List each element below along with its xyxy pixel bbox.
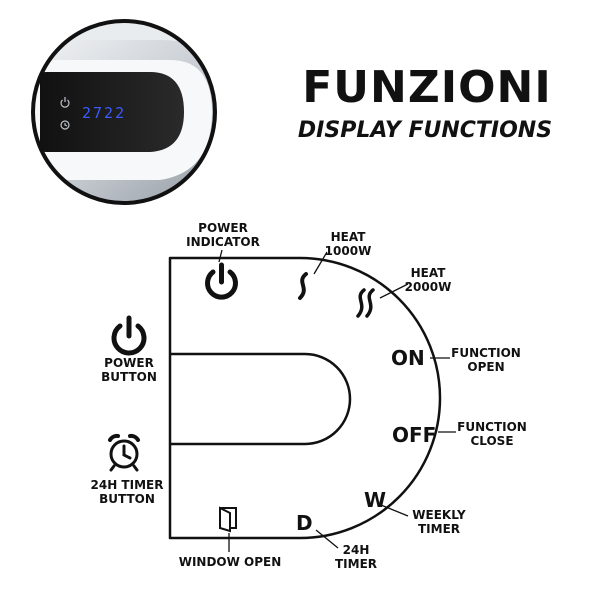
- label-power-indicator: POWER INDICATOR: [186, 221, 260, 249]
- label-24h-timer-button: 24H TIMER BUTTON: [90, 478, 164, 506]
- leader-heat-1000: [313, 251, 328, 275]
- panel-clock-icon: [60, 120, 70, 130]
- photo-frame-circle: [31, 19, 217, 205]
- panel-inner-cutout: [170, 352, 352, 446]
- off-symbol: OFF: [392, 423, 437, 447]
- label-function-close: FUNCTION CLOSE: [457, 420, 527, 448]
- heat-1000w-icon: [298, 272, 308, 300]
- on-symbol: ON: [391, 346, 425, 370]
- heat-2000w-icon: [356, 288, 375, 318]
- label-power-button: POWER BUTTON: [101, 356, 157, 384]
- label-heat-2000w: HEAT 2000W: [404, 266, 452, 294]
- label-function-open: FUNCTION OPEN: [451, 346, 521, 374]
- power-indicator-icon: [205, 262, 238, 300]
- leader-24h-timer: [315, 529, 339, 549]
- panel-outline: [168, 256, 442, 540]
- power-button-icon: [111, 315, 147, 356]
- weekly-symbol: W: [364, 488, 387, 512]
- window-open-icon: [219, 506, 237, 533]
- daily-symbol: D: [296, 511, 313, 535]
- panel-power-icon: [60, 97, 70, 108]
- display-panel: [40, 72, 184, 152]
- label-24h-timer: 24H TIMER: [334, 543, 378, 571]
- alarm-clock-icon: [108, 433, 140, 472]
- label-heat-1000w: HEAT 1000W: [324, 230, 372, 258]
- leader-weekly-timer: [380, 504, 409, 517]
- page-subtitle: DISPLAY FUNCTIONS: [297, 118, 553, 143]
- page-title: FUNZIONI: [302, 62, 552, 113]
- leader-power-indicator: [218, 249, 223, 263]
- leader-heat-2000: [379, 283, 409, 299]
- display-readout: 2722: [82, 104, 127, 122]
- label-window-open: WINDOW OPEN: [178, 555, 282, 569]
- label-weekly-timer: WEEKLY TIMER: [412, 508, 466, 536]
